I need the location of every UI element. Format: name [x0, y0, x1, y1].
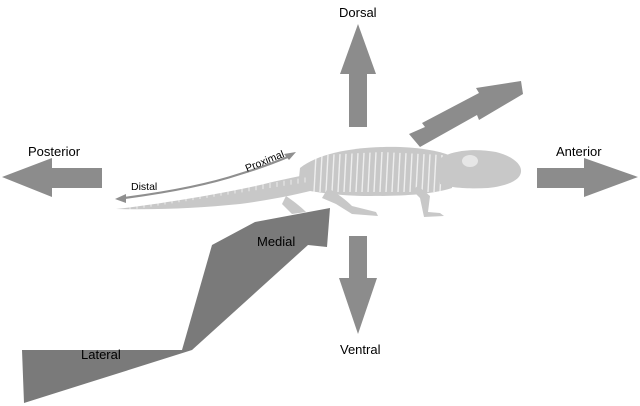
distal-label: Distal — [131, 181, 157, 193]
diagonal-arrow — [409, 81, 523, 147]
dorsal-label: Dorsal — [339, 5, 377, 20]
rib-line — [361, 152, 365, 193]
rib-line — [427, 154, 431, 193]
rib-line — [325, 154, 329, 193]
rib-line — [313, 155, 317, 193]
rib-line — [409, 153, 413, 193]
rib-line — [433, 154, 437, 193]
proximal-distal-arrow — [115, 152, 296, 203]
medial-label: Medial — [257, 234, 295, 249]
lateral-label: Lateral — [81, 347, 121, 362]
rib-line — [403, 153, 407, 193]
rib-line — [379, 151, 383, 193]
rib-line — [415, 153, 419, 193]
rib-line — [349, 153, 353, 193]
rib-line — [385, 152, 389, 193]
posterior-arrow — [2, 158, 102, 197]
proximal-label: Proximal — [244, 148, 286, 174]
rib-line — [367, 152, 371, 193]
rib-line — [397, 152, 401, 193]
lizard-skeleton-icon — [116, 146, 522, 217]
posterior-label: Posterior — [28, 144, 81, 159]
ventral-arrow — [339, 236, 377, 334]
rib-line — [391, 152, 395, 193]
rib-line — [337, 154, 341, 193]
rib-line — [355, 153, 359, 193]
rib-line — [331, 154, 335, 193]
anterior-arrow — [537, 158, 638, 197]
rib-line — [319, 154, 323, 193]
ventral-label: Ventral — [340, 342, 381, 357]
dorsal-arrow — [340, 24, 376, 127]
medial-lateral-arrow — [22, 208, 330, 403]
rib-line — [421, 154, 425, 193]
rib-line — [373, 152, 377, 193]
anterior-label: Anterior — [556, 144, 602, 159]
rib-line — [343, 153, 347, 193]
